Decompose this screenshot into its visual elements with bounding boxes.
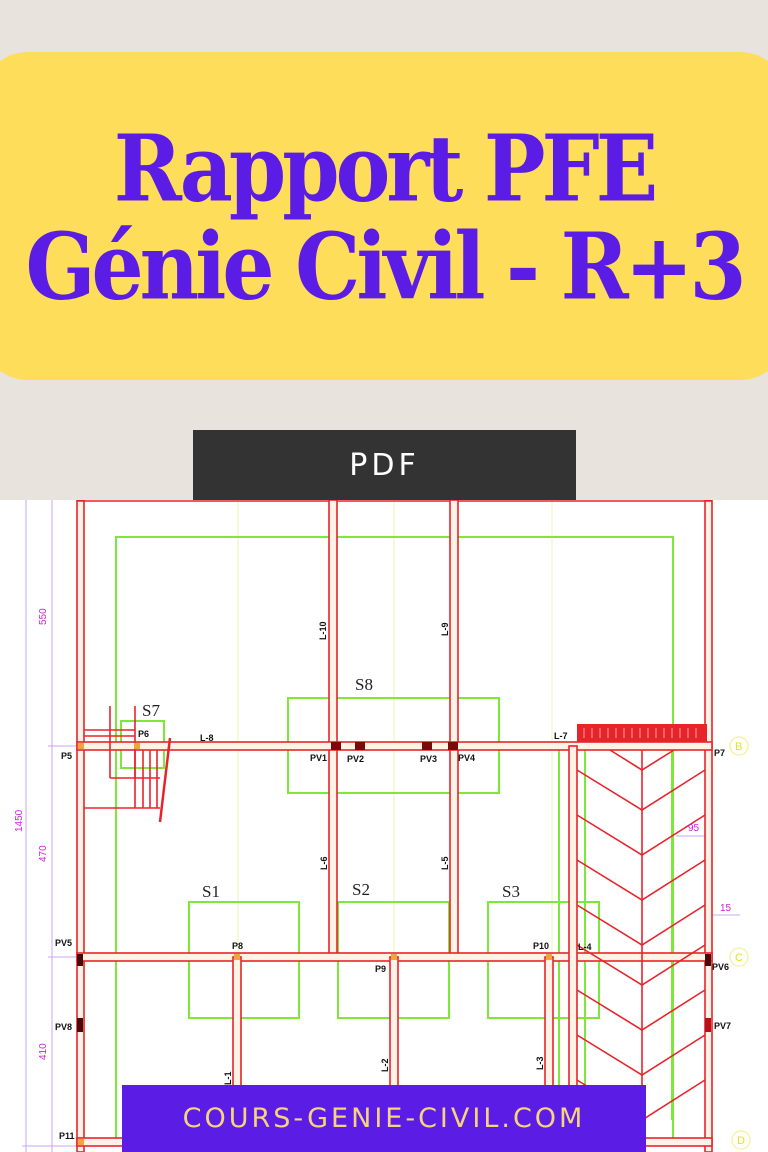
dim-95: 95 — [688, 823, 700, 834]
title-banner: Rapport PFE Génie Civil - R+3 — [0, 52, 768, 380]
beam-label-l8: L-8 — [200, 733, 214, 743]
title-line-1: Rapport PFE — [113, 115, 659, 223]
post-label-p5: P5 — [61, 751, 72, 761]
beam-label-l5: L-5 — [440, 857, 450, 871]
slab-label-s1: S1 — [202, 882, 220, 901]
post-markers — [77, 742, 711, 1145]
post-label-pv7: PV7 — [714, 1021, 731, 1031]
post-label-p10: P10 — [533, 941, 549, 951]
post-label-pv3: PV3 — [420, 754, 437, 764]
dim-470: 470 — [38, 845, 49, 862]
beam-label-l3: L-3 — [535, 1057, 545, 1071]
post-label-p11: P11 — [59, 1131, 75, 1141]
dim-550: 550 — [38, 608, 49, 625]
post-label-p7: P7 — [714, 748, 725, 758]
grid-letter-d: D — [737, 1135, 745, 1147]
title-line-2: Génie Civil - R+3 — [25, 213, 746, 321]
dim-410: 410 — [38, 1043, 49, 1060]
dimension-lines — [22, 500, 740, 1152]
beam-label-l2: L-2 — [380, 1059, 390, 1073]
post-label-pv8: PV8 — [55, 1022, 72, 1032]
post-label-pv6: PV6 — [712, 962, 729, 972]
pdf-badge: PDF — [193, 430, 576, 500]
slab-label-s2: S2 — [352, 880, 370, 899]
stair-chevrons — [576, 749, 706, 1140]
post-label-pv2: PV2 — [347, 754, 364, 764]
floor-plan-drawing: 550 1450 470 410 95 15 S7 S8 S1 S2 S3 L-… — [0, 500, 768, 1152]
post-label-pv1: PV1 — [310, 753, 327, 763]
post-label-pv5: PV5 — [55, 938, 72, 948]
beam-label-l9: L-9 — [440, 623, 450, 637]
beam-label-l1: L-1 — [223, 1072, 233, 1086]
beam-label-l10: L-10 — [318, 621, 328, 640]
grid-circles — [729, 736, 751, 1150]
small-stair — [84, 706, 172, 823]
beam-label-l7: L-7 — [554, 731, 568, 741]
post-label-p9: P9 — [375, 964, 386, 974]
blueprint-svg: 550 1450 470 410 95 15 S7 S8 S1 S2 S3 L-… — [14, 500, 751, 1152]
slab-label-s8: S8 — [355, 675, 373, 694]
grid-letter-b: B — [735, 741, 742, 753]
post-label-p8: P8 — [232, 941, 243, 951]
post-label-pv4: PV4 — [458, 753, 475, 763]
dim-1450: 1450 — [14, 809, 25, 832]
post-label-p6: P6 — [138, 729, 149, 739]
slab-label-s7: S7 — [142, 701, 160, 720]
website-link[interactable]: COURS-GENIE-CIVIL.COM — [122, 1085, 646, 1152]
slab-label-s3: S3 — [502, 882, 520, 901]
beam-label-l6: L-6 — [319, 857, 329, 871]
dim-15: 15 — [720, 903, 732, 914]
beam-label-l4: L-4 — [578, 942, 592, 952]
grid-letter-c: C — [735, 952, 743, 964]
